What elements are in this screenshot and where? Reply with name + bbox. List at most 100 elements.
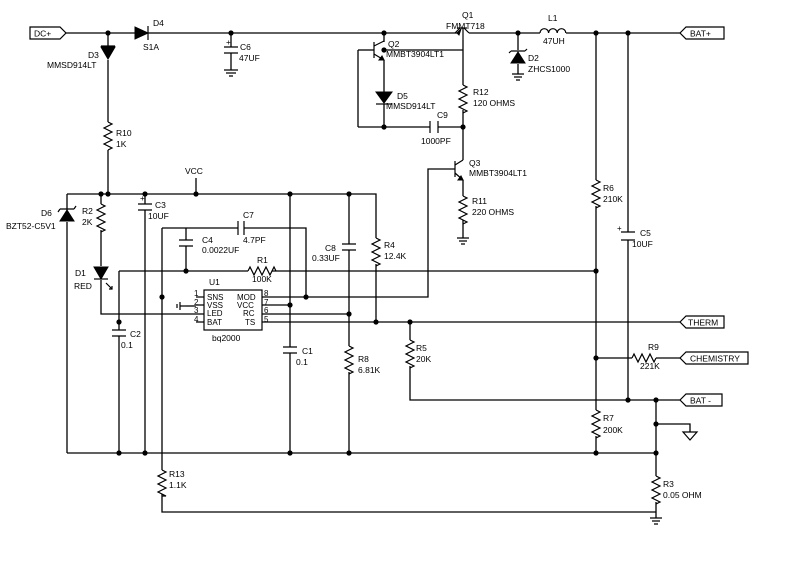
svg-text:MMSD914LT: MMSD914LT	[47, 60, 96, 70]
resistor-r5: R5 20K	[404, 339, 431, 369]
svg-text:2K: 2K	[82, 217, 93, 227]
svg-text:1: 1	[194, 289, 199, 298]
svg-text:LED: LED	[207, 309, 223, 318]
svg-text:C8: C8	[325, 243, 336, 253]
svg-text:C7: C7	[243, 210, 254, 220]
resistor-r4: R4 12.4K	[370, 237, 407, 267]
svg-text:221K: 221K	[640, 361, 660, 371]
svg-text:12.4K: 12.4K	[384, 251, 407, 261]
svg-text:VCC: VCC	[185, 166, 203, 176]
svg-text:VSS: VSS	[207, 301, 223, 310]
svg-text:10UF: 10UF	[148, 211, 169, 221]
svg-text:6: 6	[264, 306, 269, 315]
svg-text:0.1: 0.1	[296, 357, 308, 367]
ground-symbols	[176, 69, 699, 525]
resistor-r13: R13 1.1K	[156, 469, 187, 497]
svg-text:R1: R1	[257, 255, 268, 265]
svg-text:R5: R5	[416, 343, 427, 353]
transistor-q2: Q2 MMBT3904LT1	[373, 39, 444, 61]
capacitor-c4: C4 0.0022UF	[179, 235, 239, 255]
svg-text:S1A: S1A	[143, 42, 159, 52]
diode-d6: D6 BZT52-C5V1	[6, 205, 77, 231]
capacitor-c7: C7 4.7PF	[237, 210, 266, 245]
svg-text:3: 3	[194, 306, 199, 315]
svg-text:RED: RED	[74, 281, 92, 291]
resistor-r2: R2 2K	[82, 203, 107, 233]
svg-text:1.1K: 1.1K	[169, 480, 187, 490]
svg-text:D4: D4	[153, 18, 164, 28]
wires	[66, 32, 691, 518]
svg-text:D5: D5	[397, 91, 408, 101]
svg-text:R8: R8	[358, 354, 369, 364]
svg-text:R3: R3	[663, 479, 674, 489]
svg-text:TS: TS	[245, 318, 255, 327]
transistor-q3: Q3 MMBT3904LT1	[454, 158, 527, 181]
svg-text:200K: 200K	[603, 425, 623, 435]
svg-text:6.81K: 6.81K	[358, 365, 381, 375]
svg-text:C3: C3	[155, 200, 166, 210]
svg-text:VCC: VCC	[237, 301, 254, 310]
svg-text:MMBT3904LT1: MMBT3904LT1	[386, 49, 444, 59]
junction-dots	[98, 30, 659, 456]
svg-text:R4: R4	[384, 240, 395, 250]
svg-text:CHEMISTRY: CHEMISTRY	[690, 354, 740, 364]
svg-text:R11: R11	[472, 196, 487, 206]
ic-u1: U1 bq2000 1 2 3 4 SNS VSS LED BAT 8 7 6 …	[194, 277, 269, 343]
svg-text:7: 7	[264, 298, 269, 307]
svg-text:+: +	[140, 194, 145, 203]
port-dc-plus: DC+	[29, 26, 67, 40]
svg-text:1000PF: 1000PF	[421, 136, 451, 146]
svg-text:L1: L1	[548, 13, 558, 23]
resistor-r10: R10 1K	[102, 121, 132, 151]
svg-text:47UH: 47UH	[543, 36, 565, 46]
port-bat-minus: BAT -	[679, 393, 723, 407]
svg-text:C9: C9	[437, 110, 448, 120]
inductor-l1: L1 47UH	[539, 13, 567, 46]
port-chemistry: CHEMISTRY	[679, 351, 749, 365]
resistor-r7: R7 200K	[590, 409, 623, 439]
diode-d4: D4 S1A	[134, 18, 164, 52]
svg-text:220 OHMS: 220 OHMS	[472, 207, 514, 217]
svg-text:BAT: BAT	[207, 318, 222, 327]
svg-text:BZT52-C5V1: BZT52-C5V1	[6, 221, 56, 231]
svg-text:0.0022UF: 0.0022UF	[202, 245, 239, 255]
capacitor-c9: C9 1000PF	[421, 110, 451, 146]
svg-text:Q1: Q1	[462, 10, 474, 20]
svg-text:C1: C1	[302, 346, 313, 356]
svg-text:R12: R12	[473, 87, 489, 97]
svg-text:1K: 1K	[116, 139, 127, 149]
svg-text:D1: D1	[75, 268, 86, 278]
svg-text:0.05 OHM: 0.05 OHM	[663, 490, 702, 500]
svg-text:SNS: SNS	[207, 293, 223, 302]
resistor-r3: R3 0.05 OHM	[650, 475, 702, 505]
svg-text:4.7PF: 4.7PF	[243, 235, 266, 245]
svg-text:+: +	[617, 224, 622, 233]
resistor-r9: R9 221K	[631, 342, 660, 371]
capacitor-c3: + C3 10UF	[138, 194, 169, 221]
svg-text:Q3: Q3	[469, 158, 481, 168]
transistor-q1: Q1 FMMT718	[446, 10, 485, 40]
svg-text:R7: R7	[603, 413, 614, 423]
svg-text:0.33UF: 0.33UF	[312, 253, 340, 263]
svg-text:R2: R2	[82, 206, 93, 216]
svg-text:0.1: 0.1	[121, 340, 133, 350]
svg-text:U1: U1	[209, 277, 220, 287]
diode-d5: D5 MMSD914LT	[375, 91, 435, 111]
svg-text:MOD: MOD	[237, 293, 256, 302]
resistor-r8: R8 6.81K	[343, 345, 381, 375]
resistor-r6: R6 210K	[590, 179, 623, 209]
resistor-r12: R12 120 OHMS	[457, 84, 515, 114]
svg-text:8: 8	[264, 289, 269, 298]
svg-text:R10: R10	[116, 128, 132, 138]
led-d1: D1 RED	[74, 266, 113, 291]
svg-text:210K: 210K	[603, 194, 623, 204]
svg-text:R9: R9	[648, 342, 659, 352]
vcc-label: VCC	[185, 166, 203, 176]
svg-text:47UF: 47UF	[239, 53, 260, 63]
svg-text:D6: D6	[41, 208, 52, 218]
svg-text:BAT+: BAT+	[690, 29, 711, 39]
port-therm: THERM	[679, 315, 725, 329]
svg-text:D2: D2	[528, 53, 539, 63]
diode-d2: D2 ZHCS1000	[508, 48, 570, 74]
